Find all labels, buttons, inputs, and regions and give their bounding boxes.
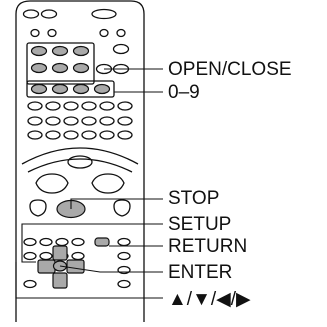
row-button [81,116,97,126]
top-button-2 [40,9,58,19]
callout-line-stop [70,198,163,209]
digit-key [72,83,90,95]
top-button-1 [22,9,40,19]
arrow-down-button [52,272,68,289]
lower-button [117,279,131,289]
digit-key [51,83,69,95]
lower-button [39,237,53,247]
row-button [27,116,43,126]
small-button [116,28,126,38]
skip-right-button [91,173,125,194]
callout-open-close: OPEN/CLOSE [168,59,292,80]
digit-key [30,62,48,74]
lower-button [55,237,69,247]
row-button [117,101,133,111]
jog-arc-outer [21,147,139,165]
lower-button [71,251,85,261]
jog-center-button [67,155,93,169]
row-button [81,130,97,140]
arrow-right-button [66,259,85,274]
lower-button [117,265,131,275]
side-button [112,43,130,55]
small-button [99,28,109,38]
callout-digits: 0–9 [168,82,200,103]
callout-line-enter [59,265,163,273]
lower-button [23,251,37,261]
skip-left-button [35,173,69,194]
digit-key [30,45,48,57]
lower-button [39,251,53,261]
callout-line-setup [21,223,163,263]
row-button [81,101,97,111]
row-button [63,130,79,140]
row-button [45,101,61,111]
small-button [47,28,57,38]
digit-keys-bottom-frame [26,80,115,98]
callout-setup: SETUP [168,214,232,235]
callout-line-arrows [15,262,163,299]
digit-key [51,45,69,57]
transport-right-button [113,199,131,217]
row-button [63,101,79,111]
callout-enter: ENTER [168,262,233,283]
lower-button [71,237,85,247]
digit-key [72,45,90,57]
callout-arrows: ▲/▼/◀/▶ [168,289,251,310]
top-button-3 [91,8,117,20]
row-button [45,116,61,126]
return-button [94,237,110,247]
arrow-left-button [37,259,56,274]
lower-button [117,237,131,247]
jog-arc-inner [27,158,133,173]
row-button [27,101,43,111]
row-button [45,130,61,140]
row-button [99,101,115,111]
digit-key [93,83,111,95]
digit-key [72,62,90,74]
row-button [63,116,79,126]
lower-button [23,237,37,247]
row-button [117,116,133,126]
row-button [27,130,43,140]
row-button [99,130,115,140]
small-button [30,28,40,38]
arrow-up-button [52,245,68,261]
row-button [99,116,115,126]
remote-body [15,0,145,322]
digit-key [51,62,69,74]
transport-left-button [29,199,47,217]
lower-button [117,251,131,261]
callout-stop: STOP [168,188,220,209]
lower-button [23,279,37,289]
digit-key [30,83,48,95]
callout-return: RETURN [168,236,248,257]
row-button [117,130,133,140]
